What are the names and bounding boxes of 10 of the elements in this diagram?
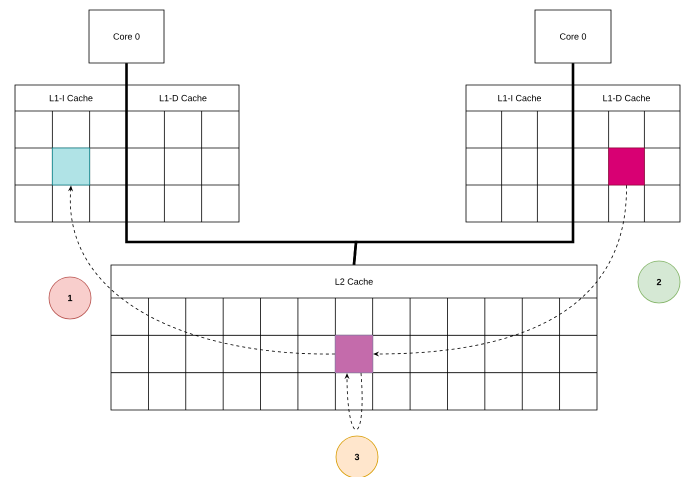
cache-block: L1-D Cache xyxy=(126,84,240,222)
cache-block: L1-I Cache xyxy=(466,84,574,222)
cache-line-cell xyxy=(52,148,90,186)
core-box: Core 0 xyxy=(88,10,164,64)
connector-line xyxy=(352,63,574,265)
cache-line-cell xyxy=(334,334,374,374)
arrow xyxy=(344,372,362,430)
cache-block: L2 Cache xyxy=(110,264,598,410)
cache-line-cell xyxy=(608,148,645,186)
core-box: Core 0 xyxy=(534,10,612,64)
